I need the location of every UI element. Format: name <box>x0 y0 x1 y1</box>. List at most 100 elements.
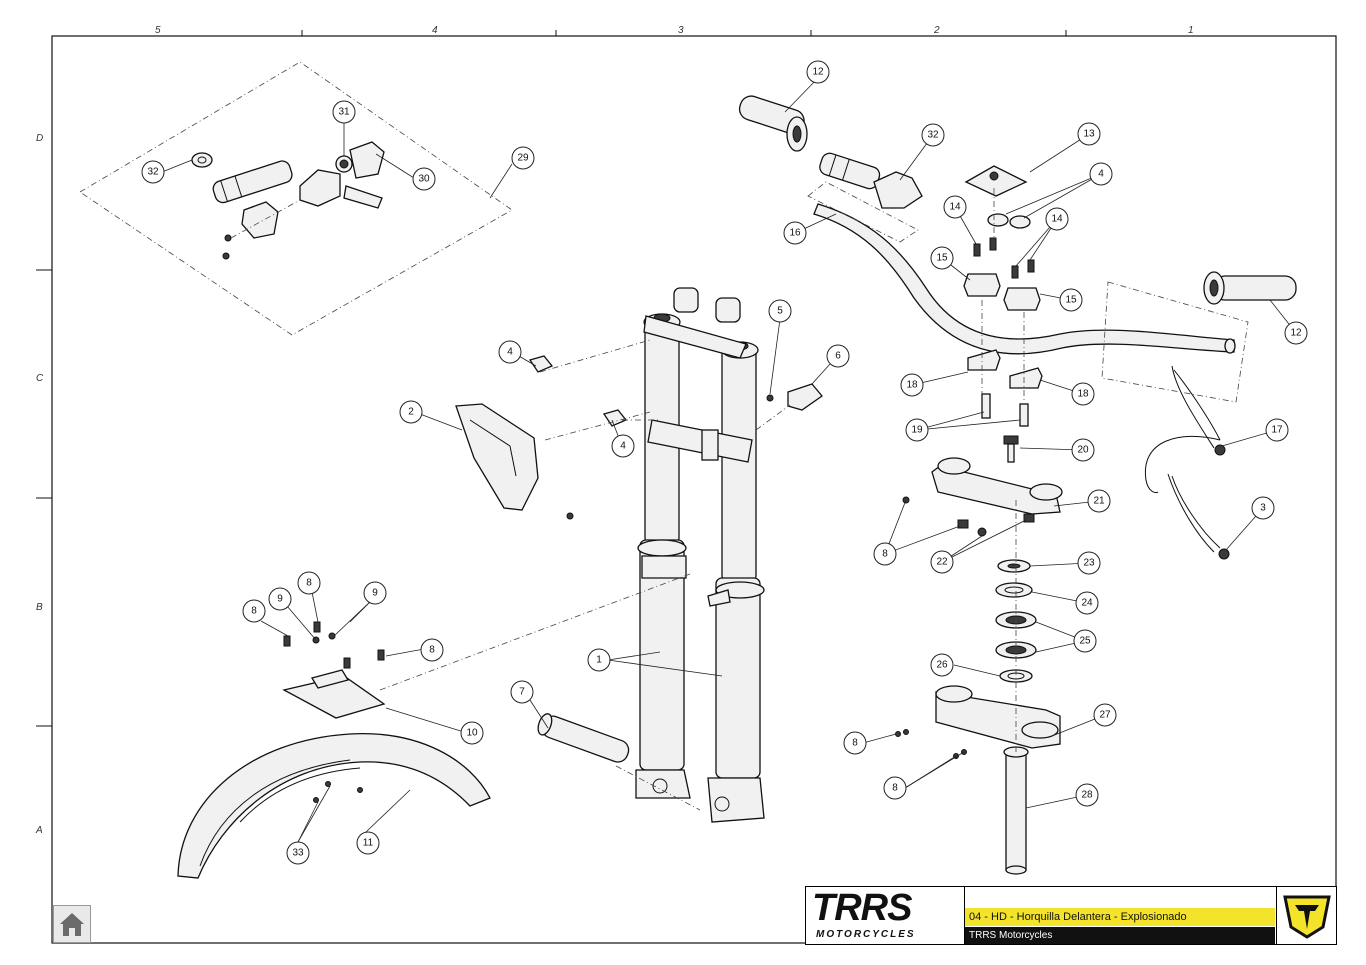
home-icon <box>60 913 84 936</box>
brand-logo: TRRS MOTORCYCLES <box>806 887 965 944</box>
callout-balloon <box>587 648 611 672</box>
callout-c33: 33 <box>286 841 310 865</box>
callout-label: 15 <box>1065 295 1077 306</box>
logo-box <box>1276 887 1337 944</box>
callout-balloon <box>412 167 436 191</box>
home-button[interactable] <box>53 905 91 943</box>
callout-c19: 19 <box>905 418 929 442</box>
callout-label: 20 <box>1077 445 1089 456</box>
callout-balloon <box>921 123 945 147</box>
callout-c32a: 32 <box>141 160 165 184</box>
callout-c29: 29 <box>511 146 535 170</box>
callout-c14b: 14 <box>1045 207 1069 231</box>
callout-balloon <box>1071 438 1095 462</box>
callout-label: 21 <box>1093 496 1105 507</box>
callout-label: 5 <box>777 306 783 317</box>
callout-label: 27 <box>1099 710 1111 721</box>
callout-balloon <box>1077 551 1101 575</box>
callout-label: 2 <box>408 407 414 418</box>
zone-top-4: 4 <box>432 25 438 36</box>
callout-label: 9 <box>372 588 378 599</box>
callout-label: 28 <box>1081 790 1093 801</box>
callout-balloon <box>905 418 929 442</box>
callout-c12a: 12 <box>806 60 830 84</box>
callout-c2: 2 <box>399 400 423 424</box>
callout-c15a: 15 <box>930 246 954 270</box>
callout-label: 31 <box>338 107 350 118</box>
callout-c9a: 9 <box>268 587 292 611</box>
brand-sub: MOTORCYCLES <box>816 929 916 940</box>
callout-c8c: 8 <box>883 776 907 800</box>
handlebar-assembly <box>738 95 1297 875</box>
callout-balloon <box>141 160 165 184</box>
callout-label: 1 <box>596 655 602 666</box>
callout-balloon <box>286 841 310 865</box>
callout-balloon <box>900 373 924 397</box>
callout-c9b: 9 <box>363 581 387 605</box>
callout-balloon <box>883 776 907 800</box>
callout-c5: 5 <box>768 299 792 323</box>
callout-balloon <box>806 60 830 84</box>
callout-c26: 26 <box>930 653 954 677</box>
drawing-title: 04 - HD - Horquilla Delantera - Explosio… <box>965 908 1275 926</box>
callout-balloon <box>420 638 444 662</box>
callout-c23: 23 <box>1077 551 1101 575</box>
callout-c28: 28 <box>1075 783 1099 807</box>
callout-balloon <box>1251 496 1275 520</box>
callout-label: 8 <box>882 549 888 560</box>
callout-c30: 30 <box>412 167 436 191</box>
callout-label: 8 <box>852 738 858 749</box>
callout-c27: 27 <box>1093 703 1117 727</box>
callout-balloon <box>1087 489 1111 513</box>
callout-label: 24 <box>1081 598 1093 609</box>
callout-label: 30 <box>418 174 430 185</box>
callout-balloon <box>460 721 484 745</box>
callout-label: 8 <box>429 645 435 656</box>
callout-label: 7 <box>519 687 525 698</box>
callout-balloon <box>1071 382 1095 406</box>
callout-balloon <box>356 831 380 855</box>
callout-c4c: 4 <box>611 434 635 458</box>
callout-balloon <box>611 434 635 458</box>
callout-balloon <box>363 581 387 605</box>
callout-label: 16 <box>789 228 801 239</box>
callout-label: 8 <box>892 783 898 794</box>
callout-label: 9 <box>277 594 283 605</box>
callout-balloon <box>1075 783 1099 807</box>
callout-label: 18 <box>906 380 918 391</box>
callout-label: 14 <box>949 202 961 213</box>
callout-balloon <box>332 100 356 124</box>
zone-left-a: A <box>35 825 43 836</box>
callout-c4a: 4 <box>1089 162 1113 186</box>
callout-balloon <box>242 599 266 623</box>
callout-balloon <box>1059 288 1083 312</box>
callout-c8d: 8 <box>242 599 266 623</box>
fork-assembly <box>537 287 765 823</box>
callout-c7: 7 <box>510 680 534 704</box>
callout-balloon <box>1075 591 1099 615</box>
callout-c8a: 8 <box>873 542 897 566</box>
callout-c3: 3 <box>1251 496 1275 520</box>
callout-c15b: 15 <box>1059 288 1083 312</box>
callout-label: 14 <box>1051 214 1063 225</box>
callout-balloon <box>930 550 954 574</box>
callout-balloon <box>498 340 522 364</box>
callout-c31: 31 <box>332 100 356 124</box>
callout-c20: 20 <box>1071 438 1095 462</box>
zone-left-b: B <box>36 602 43 613</box>
callout-c8b: 8 <box>843 731 867 755</box>
callout-c24: 24 <box>1075 591 1099 615</box>
callout-balloon <box>1284 321 1308 345</box>
callout-balloon <box>843 731 867 755</box>
callout-label: 8 <box>251 606 257 617</box>
zone-top-3: 3 <box>678 25 684 36</box>
callout-balloon <box>1089 162 1113 186</box>
callout-c16: 16 <box>783 221 807 245</box>
callout-c17: 17 <box>1265 418 1289 442</box>
drawing-owner: TRRS Motorcycles <box>965 927 1275 944</box>
callout-label: 32 <box>147 167 159 178</box>
zone-top-5: 5 <box>155 25 161 36</box>
drawing-frame <box>51 35 1337 944</box>
